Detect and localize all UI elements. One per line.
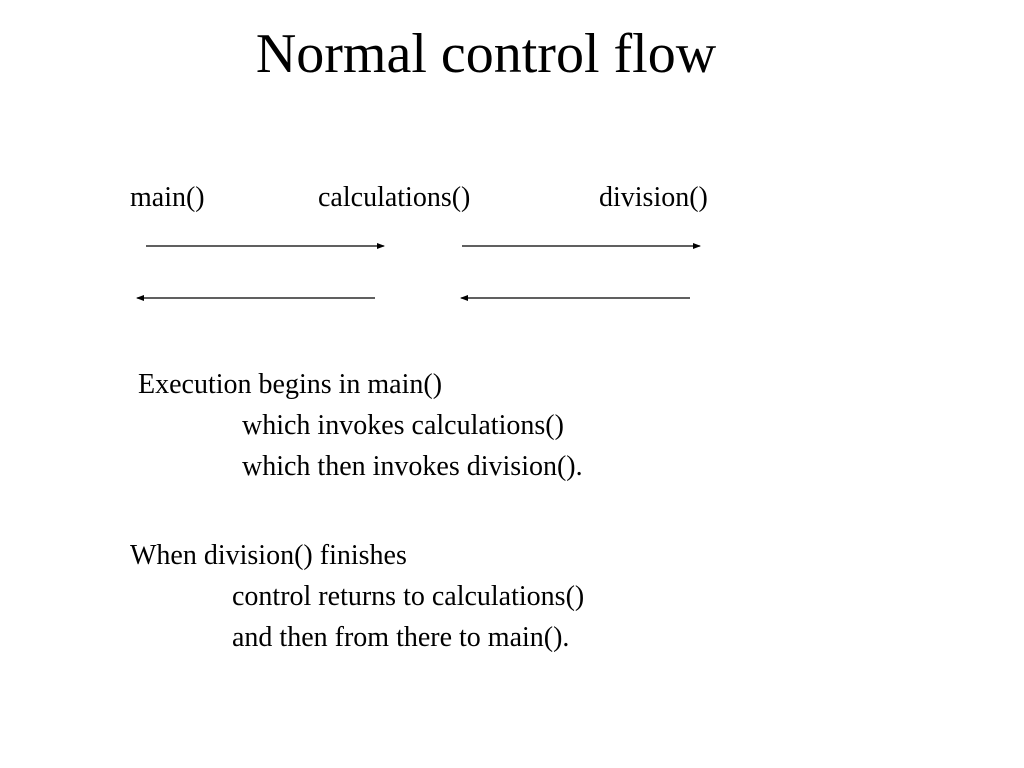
slide-title: Normal control flow bbox=[255, 23, 717, 85]
execution-line: which invokes calculations() bbox=[242, 410, 564, 441]
return-line: control returns to calculations() bbox=[232, 581, 585, 612]
execution-line: Execution begins in main() bbox=[138, 369, 443, 400]
return-line: and then from there to main(). bbox=[232, 622, 570, 653]
function-label-main: main() bbox=[130, 182, 205, 213]
execution-description: Execution begins in main() which invokes… bbox=[138, 364, 583, 487]
execution-line: which then invokes division(). bbox=[242, 451, 583, 482]
return-line: When division() finishes bbox=[130, 540, 407, 571]
function-label-calculations: calculations() bbox=[318, 182, 471, 213]
function-label-division: division() bbox=[599, 182, 708, 213]
return-description: When division() finishes control returns… bbox=[130, 535, 584, 658]
